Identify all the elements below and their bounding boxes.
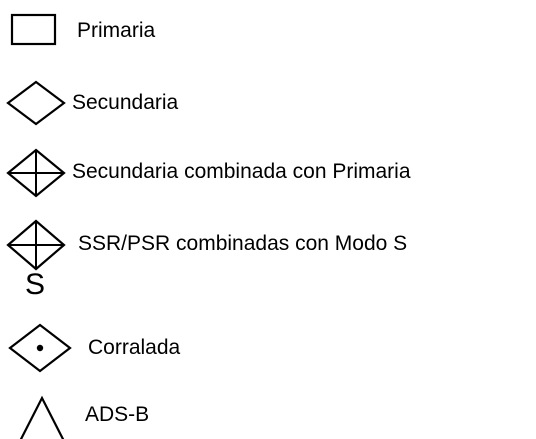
legend-label-modo-s: SSR/PSR combinadas con Modo S	[78, 232, 408, 255]
diamond-cross-icon	[6, 148, 66, 198]
mode-s-letter: S	[25, 268, 46, 301]
triangle-icon	[19, 395, 65, 439]
diamond-dot-icon	[8, 323, 72, 373]
legend-label-primaria: Primaria	[77, 19, 156, 42]
legend-label-secundaria: Secundaria	[72, 91, 179, 114]
legend-label-corralada: Corralada	[88, 336, 181, 359]
square-icon	[10, 13, 57, 46]
diamond-icon	[6, 80, 66, 126]
legend-label-ads-b: ADS-B	[85, 403, 150, 426]
legend-label-secundaria-combinada: Secundaria combinada con Primaria	[72, 160, 411, 183]
diamond-cross-s-icon	[6, 219, 66, 271]
